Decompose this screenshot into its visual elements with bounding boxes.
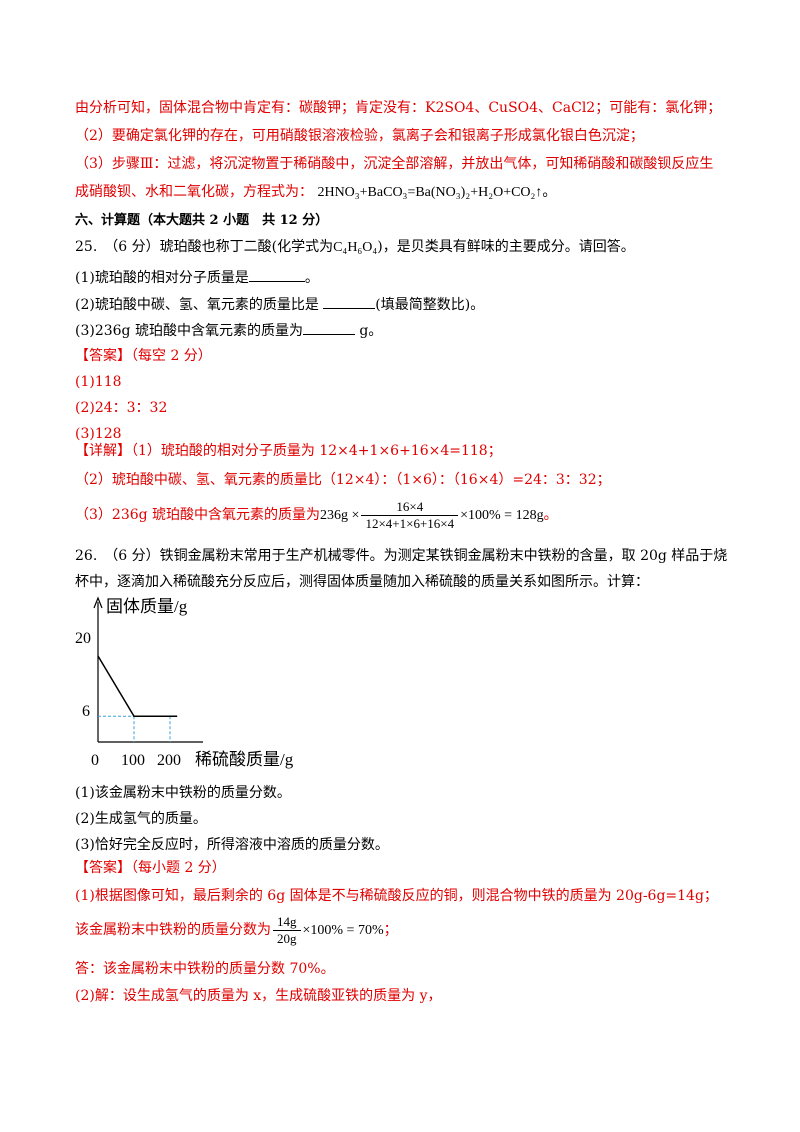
y-axis-arrow [93, 596, 103, 609]
q25-part-2-end: (填最简整数比)。 [375, 297, 485, 313]
q25-part-3-text: (3)236g 琥珀酸中含氧元素的质量为 [75, 323, 303, 339]
answer-tag: 【答案】 [75, 860, 131, 876]
x-tick-100: 100 [121, 752, 145, 769]
analysis-line-3: （3）步骤Ⅲ：过滤，将沉淀物置于稀硝酸中，沉淀全部溶解，并放出气体，可知稀硝酸和… [75, 156, 714, 172]
q26-answer-3: 答：该金属粉末中铁粉的质量分数 70%。 [75, 961, 335, 977]
q26-stem-2: 杯中，逐滴加入稀硫酸充分反应后，测得固体质量随加入稀硫酸的质量关系如图所示。计算… [75, 574, 649, 590]
q25-answer-1: (1)118 [75, 374, 122, 390]
q26-part-2: (2)生成氢气的质量。 [75, 811, 207, 827]
answer-tag: 【答案】 [75, 348, 131, 364]
q25-detail-1: 【详解】（1）琥珀酸的相对分子质量为 12×4+1×6+16×4=118； [75, 441, 502, 461]
y-axis-label: 固体质量/g [106, 597, 188, 616]
q25-part-3-end: g。 [354, 323, 383, 339]
answer-blank [248, 267, 305, 282]
q25-answer-header: 【答案】（每空 2 分） [75, 346, 212, 366]
q26-answer-4: (2)解：设生成氢气的质量为 x，生成硫酸亚铁的质量为 y， [75, 988, 442, 1004]
series-line [97, 655, 178, 717]
x-tick-200: 200 [157, 752, 181, 769]
answer-note: （每空 2 分） [131, 348, 212, 364]
q25-part-2-text: (2)琥珀酸中碳、氢、氧元素的质量比是 [75, 297, 319, 313]
x-tick-0: 0 [91, 752, 99, 769]
fraction-denominator: 12×4+1×6+16×4 [365, 515, 455, 531]
mass-chart: 固体质量/g 20 6 0 100 200 稀硫酸质量/g [75, 596, 294, 769]
section-title: 六、计算题（本大题共 2 小题 共 12 分） [75, 213, 329, 228]
q25-part-2: (2)琥珀酸中碳、氢、氧元素的质量比是 (填最简整数比)。 [75, 294, 484, 315]
q25-part-1-end: 。 [304, 270, 319, 286]
q26-answer-1: (1)根据图像可知，最后剩余的 6g 固体是不与稀硫酸反应的铜，则混合物中铁的质… [75, 888, 718, 904]
q26-stem-1: 26. （6 分）铁铜金属粉末常用于生产机械零件。为测定某铁铜金属粉末中铁粉的含… [75, 548, 728, 564]
answer-2-text: 该金属粉末中铁粉的质量分数为 [75, 922, 271, 938]
q26-part-1: (1)该金属粉末中铁粉的质量分数。 [75, 785, 291, 801]
q25-part-1-text: (1)琥珀酸的相对分子质量是 [75, 270, 249, 286]
q26-part-3: (3)恰好完全反应时，所得溶液中溶质的质量分数。 [75, 837, 389, 853]
answer-blank [302, 320, 355, 335]
q26-answer-header: 【答案】（每小题 2 分） [75, 858, 226, 878]
q25-stem: 25. （6 分）琥珀酸也称丁二酸(化学式为C₄H₆O₄)，是贝类具有鲜味的主要… [75, 237, 635, 258]
answer-2-post: ×100% = 70% [302, 923, 384, 938]
q25-stem-b: )，是贝类具有鲜味的主要成分。请回答。 [377, 239, 635, 255]
equation: 2HNO₃+BaCO₃=Ba(NO₃)₂+H₂O+CO₂↑。 [317, 185, 557, 200]
detail-tag: 【详解】 [75, 443, 131, 459]
x-axis-label: 稀硫酸质量/g [195, 750, 294, 769]
y-tick-6: 6 [82, 703, 90, 720]
fraction-denominator: 20g [277, 930, 297, 946]
fraction-numerator: 14g [273, 914, 301, 931]
q25-stem-a: 25. （6 分）琥珀酸也称丁二酸(化学式为 [75, 239, 334, 255]
fraction-numerator: 16×4 [361, 499, 459, 516]
detail-3-end: 。 [543, 507, 558, 523]
answer-2-end: ； [383, 922, 398, 938]
detail-3-pre: 236g × [320, 508, 360, 523]
analysis-line-4-text: 成硝酸钡、水和二氧化碳，方程式为： [75, 184, 313, 200]
analysis-line-4: 成硝酸钡、水和二氧化碳，方程式为： 2HNO₃+BaCO₃=Ba(NO₃)₂+H… [75, 182, 556, 203]
detail-3-post: ×100% = 128g [460, 508, 544, 523]
q25-answer-2: (2)24：3：32 [75, 400, 168, 416]
analysis-line-1: 由分析可知，固体混合物中肯定有：碳酸钾；肯定没有：K2SO4、CuSO4、CaC… [75, 100, 722, 116]
answer-blank [323, 294, 376, 309]
answer-note: （每小题 2 分） [131, 860, 226, 876]
q25-part-1: (1)琥珀酸的相对分子质量是 。 [75, 267, 319, 288]
q25-part-3: (3)236g 琥珀酸中含氧元素的质量为 g。 [75, 320, 382, 341]
detail-3-text: （3）236g 琥珀酸中含氧元素的质量为 [75, 507, 321, 523]
analysis-line-2: （2）要确定氯化钾的存在，可用硝酸银溶液检验，氯离子会和银离子形成氯化银白色沉淀… [75, 128, 644, 144]
q25-formula: C₄H₆O₄ [333, 240, 378, 255]
detail-1-text: （1）琥珀酸的相对分子质量为 12×4+1×6+16×4=118； [131, 443, 502, 459]
y-tick-20: 20 [75, 630, 91, 647]
q25-answer-3: (3)128 [75, 426, 122, 442]
q25-detail-2: （2）琥珀酸中碳、氢、氧元素的质量比（12×4）：（1×6）：（16×4）=24… [75, 472, 611, 488]
